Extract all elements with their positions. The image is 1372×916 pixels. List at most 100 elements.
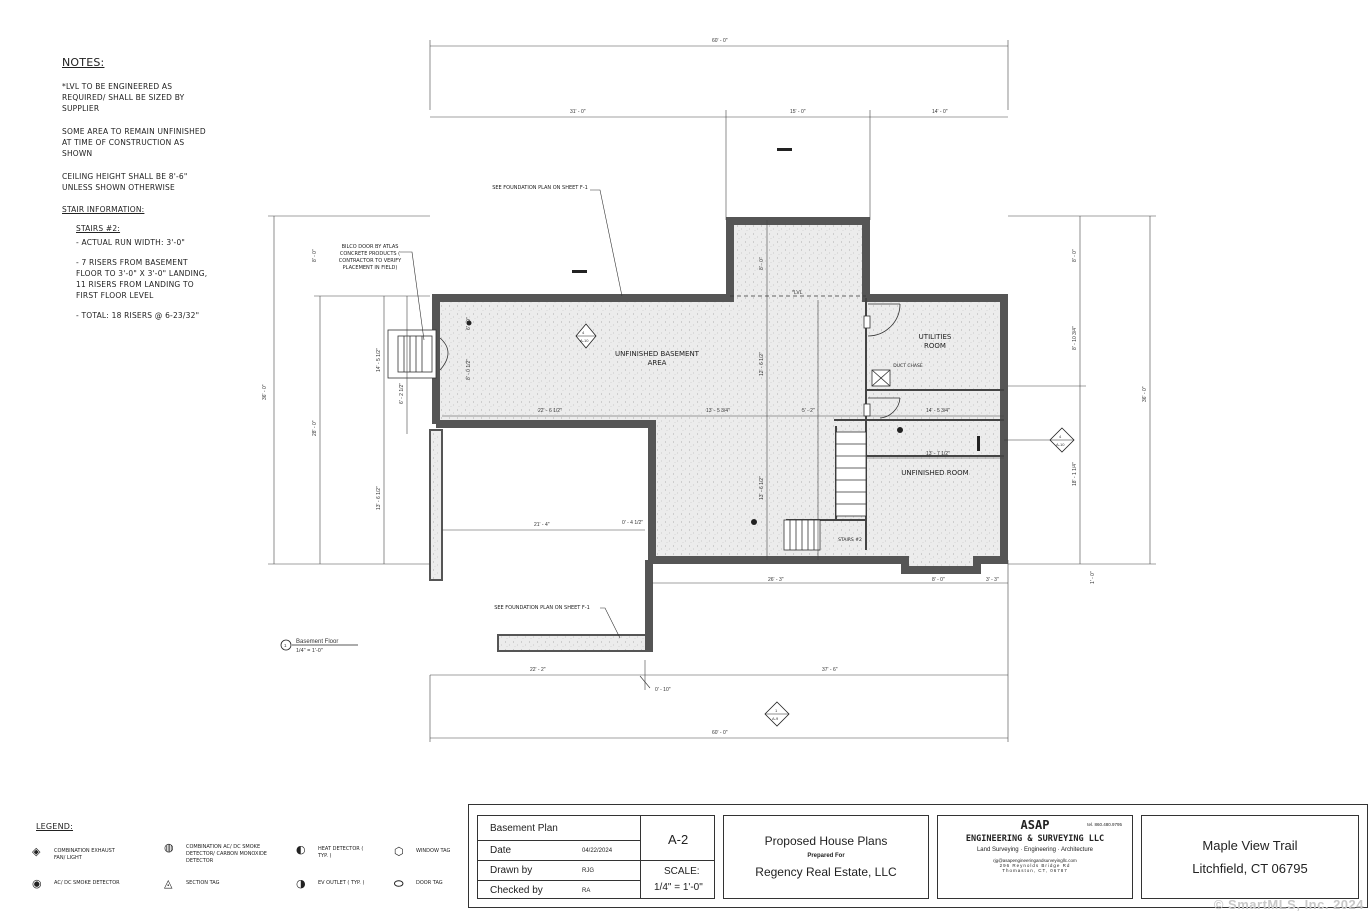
- site-city: Litchfield, CT 06795: [1192, 861, 1308, 876]
- firm-services: Land Surveying · Engineering · Architect…: [976, 847, 1094, 853]
- bilco-stair: [387, 329, 449, 379]
- section-tag-b-sheet: A-10: [1056, 442, 1065, 447]
- section-tag-c-sheet: A-9: [772, 716, 779, 721]
- dim-inner-j: 3' - 3": [986, 577, 999, 583]
- dim-inner-b: 13' - 5 3/4": [706, 408, 730, 414]
- ev-outlet-icon: ◑: [296, 877, 306, 890]
- dim-vert-e: 6' - 0": [466, 317, 472, 330]
- section-tag-c-number: 1: [775, 708, 778, 713]
- foundation-wall-left: [429, 429, 443, 581]
- dim-right-upper: 8' - 0": [1072, 249, 1078, 262]
- project-title: Proposed House Plans: [764, 834, 888, 848]
- client-name: Regency Real Estate, LLC: [755, 865, 897, 879]
- scale-label: SCALE:: [664, 866, 700, 877]
- sheet-name: Basement Plan: [490, 823, 558, 834]
- firm-logo: ASAP: [1020, 818, 1050, 832]
- dim-left-overall: 36' - 0": [262, 384, 268, 400]
- drawn-by-value: RJG: [582, 868, 594, 874]
- slab-area: [436, 221, 1004, 570]
- stairs-label: STAIRS #2: [838, 538, 862, 543]
- duct-chase-label: DUCT CHASE: [893, 364, 923, 369]
- dim-inner-e: 13' - 7 1/2": [926, 451, 950, 457]
- firm-name: ENGINEERING & SURVEYING LLC: [965, 834, 1105, 844]
- legend-item: ◍ COMBINATION AC/ DC SMOKE DETECTOR/ CAR…: [164, 841, 267, 864]
- dim-inner-i: 8' - 0": [932, 577, 945, 583]
- dim-inner-g: 0' - 4 1/2": [622, 520, 643, 526]
- heat-detector-icon: ◐: [296, 843, 306, 856]
- watermark: © SmartMLS, Inc. 2024: [1213, 897, 1364, 912]
- stairs-2: [783, 431, 867, 551]
- dim-bottom-right: 37' - 6": [822, 667, 838, 673]
- legend-item: ◑ EV OUTLET ( TYP. ): [296, 877, 365, 890]
- dim-top-overall: 60' - 0": [712, 38, 728, 44]
- firm-tel: tel. 860.480.9795: [1087, 822, 1122, 827]
- stair-info-title: STAIR INFORMATION:: [62, 205, 145, 214]
- section-tag-icon: ◬: [164, 877, 173, 890]
- section-tag-a: [575, 323, 597, 349]
- lvl-label: *LVL: [792, 290, 803, 296]
- section-tag-c: [764, 701, 790, 727]
- dimension-lines: [268, 40, 1156, 742]
- sheet-number: A-2: [668, 832, 689, 847]
- dim-right-mid: 8' - 10 3/4": [1072, 326, 1078, 350]
- section-tag-a-number: 4: [582, 330, 585, 335]
- room-unfinished: UNFINISHED ROOM: [901, 469, 969, 477]
- exhaust-fan-icon: ◈: [32, 845, 41, 858]
- legend-item: ◉ AC/ DC SMOKE DETECTOR: [32, 877, 120, 890]
- dim-top-right: 14' - 0": [932, 109, 948, 115]
- firm-address-line1: 296 Reynolds Bridge Rd: [999, 863, 1071, 868]
- scale-value: 1/4" = 1'-0": [654, 882, 703, 893]
- dim-bottom-overall: 60' - 0": [712, 730, 728, 736]
- dim-right-lower: 18' - 1 1/4": [1072, 462, 1078, 486]
- dim-inner-d: 14' - 5 3/4": [926, 408, 950, 414]
- legend-item: ◐ HEAT DETECTOR ( TYP. ): [296, 843, 364, 859]
- dim-left-mid: 28' - 0": [312, 420, 318, 436]
- dim-left-stair-b: 6' - 2 1/2": [399, 383, 405, 404]
- dim-inner-a: 22' - 6 1/2": [538, 408, 562, 414]
- dim-top-left: 31' - 0": [570, 109, 586, 115]
- dim-inner-c: 5' - 2": [802, 408, 815, 414]
- general-notes: NOTES: *LVL TO BE ENGINEERED AS REQUIRED…: [62, 56, 222, 330]
- foundation-wall-stub: [645, 560, 653, 652]
- view-number: 1: [284, 643, 287, 648]
- see-foundation-note-bottom: SEE FOUNDATION PLAN ON SHEET F-1: [494, 605, 590, 611]
- legend: LEGEND: ◈ COMBINATION EXHAUST FAN/ LIGHT…: [32, 820, 466, 900]
- date-label: Date: [490, 845, 512, 856]
- dim-vert-d: 8' - 0 1/2": [466, 359, 472, 380]
- dim-left-upper: 8' - 0": [312, 249, 318, 262]
- stair-note: - TOTAL: 18 RISERS @ 6-23/32": [76, 311, 200, 320]
- smoke-detector-icon: ◉: [32, 877, 42, 890]
- project-box: Proposed House Plans Prepared For Regenc…: [723, 815, 929, 899]
- dim-top-mid: 15' - 0": [790, 109, 806, 115]
- legend-item: ⬭ DOOR TAG: [394, 877, 443, 890]
- checked-by-label: Checked by: [490, 885, 543, 896]
- section-tag-b: [1004, 427, 1075, 453]
- site-box: Maple View Trail Litchfield, CT 06795: [1141, 815, 1359, 899]
- stair-note: - ACTUAL RUN WIDTH: 3'-0": [76, 238, 186, 247]
- dim-inner-h: 26' - 3": [768, 577, 784, 583]
- date-value: 04/22/2024: [582, 848, 613, 854]
- door-tag-icon: ⬭: [394, 877, 404, 890]
- dim-vert-b: 13' - 6 1/2": [759, 476, 765, 500]
- view-title: Basement Floor: [296, 639, 338, 645]
- legend-item: ⬡ WINDOW TAG: [394, 845, 451, 858]
- legend-title: LEGEND:: [36, 822, 74, 831]
- sheet-info-box: Basement Plan A-2 Date 04/22/2024 Drawn …: [477, 815, 715, 899]
- dim-bottom-small: 0' - 10": [655, 687, 671, 693]
- dim-left-lower: 13' - 6 1/2": [376, 486, 382, 510]
- site-street: Maple View Trail: [1202, 838, 1298, 853]
- stair-heading: STAIRS #2:: [76, 224, 121, 233]
- bilco-door-note: BILCO DOOR BY ATLAS CONCRETE PRODUCTS ( …: [338, 244, 402, 271]
- firm-box: ASAP tel. 860.480.9795 ENGINEERING & SUR…: [937, 815, 1133, 899]
- foundation-wall-bottom: [497, 634, 653, 652]
- section-tag-a-sheet: A-10: [580, 338, 589, 343]
- dim-vert-a: 12' - 6 1/2": [759, 352, 765, 376]
- prepared-for-label: Prepared For: [807, 853, 845, 859]
- section-tag-b-number: 4: [1059, 434, 1062, 439]
- dim-bottom-left: 22' - 2": [530, 667, 546, 673]
- stair-note: - 7 RISERS FROM BASEMENT FLOOR TO 3'-0" …: [76, 258, 208, 300]
- note-item: CEILING HEIGHT SHALL BE 8'-6" UNLESS SHO…: [62, 172, 188, 192]
- view-scale: 1/4" = 1'-0": [296, 648, 323, 654]
- legend-item: ◈ COMBINATION EXHAUST FAN/ LIGHT: [32, 845, 115, 861]
